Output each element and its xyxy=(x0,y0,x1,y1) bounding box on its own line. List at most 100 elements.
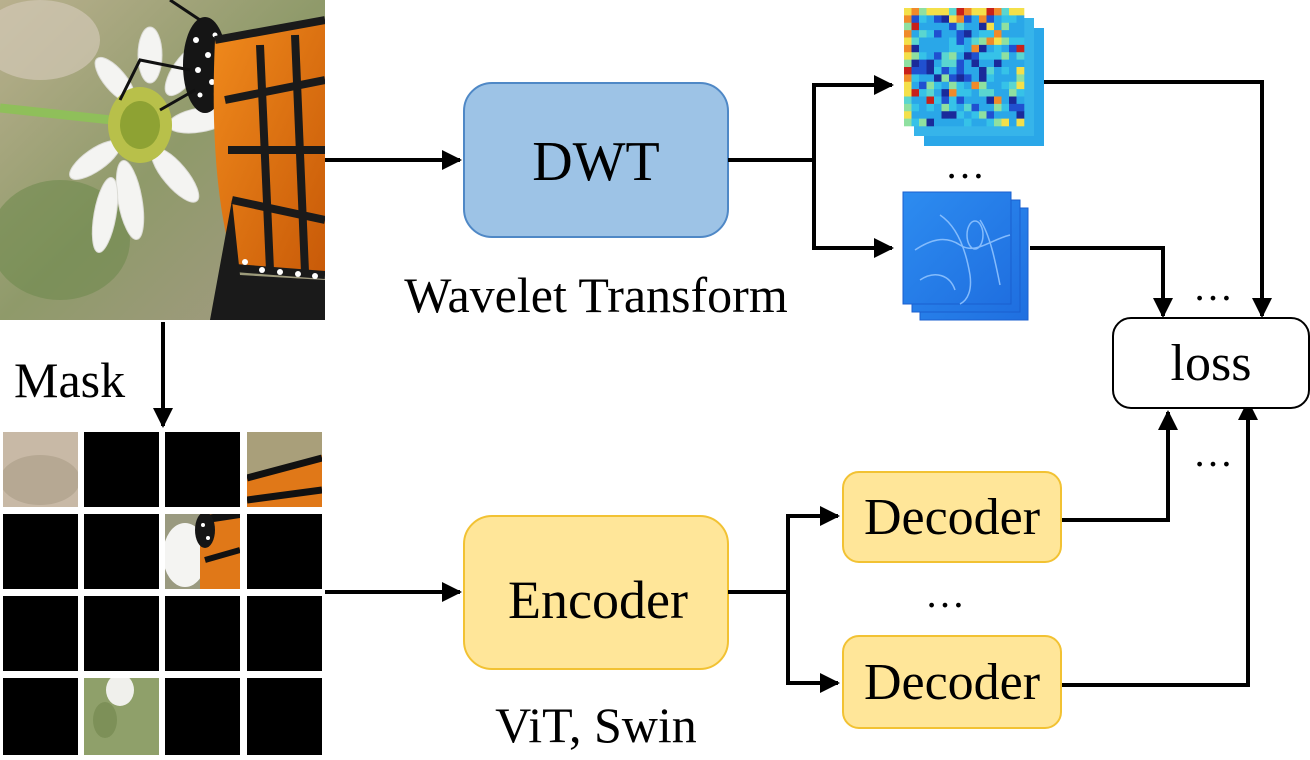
heatmap-cell xyxy=(911,22,920,31)
heatmap-cell xyxy=(1009,8,1017,16)
heatmap-cell xyxy=(964,111,972,119)
heatmap-cell xyxy=(949,8,957,16)
dwt-caption: Wavelet Transform xyxy=(404,267,788,323)
heatmap-cell xyxy=(1001,30,1010,38)
heatmap-cell xyxy=(1001,37,1010,46)
heatmap-cell xyxy=(994,111,1002,119)
heatmap-cell xyxy=(904,111,912,119)
heatmap-cell xyxy=(956,111,965,119)
heatmap-cell xyxy=(934,74,942,83)
heatmap-cell xyxy=(949,15,957,24)
heatmap-cell xyxy=(941,44,950,53)
heatmap-cell xyxy=(986,22,995,31)
heatmap-cell xyxy=(911,44,920,53)
heatmap-cell xyxy=(1009,22,1017,31)
heatmap-cell xyxy=(986,15,995,24)
heatmap-cell xyxy=(919,74,927,83)
heatmap-cell xyxy=(1016,22,1025,31)
masked-patch xyxy=(247,678,322,755)
heatmap-cell xyxy=(919,52,927,60)
heatmap-cell xyxy=(971,89,980,97)
heatmap-cell xyxy=(986,89,995,97)
heatmap-cell xyxy=(986,118,995,127)
heatmap-cell xyxy=(1009,118,1017,127)
heatmap-cell xyxy=(911,118,920,127)
heatmap-cell xyxy=(979,118,987,127)
heatmap-cell xyxy=(934,118,942,127)
heatmap-cell xyxy=(934,89,942,97)
heatmap-cell xyxy=(941,8,950,16)
heatmap-cell xyxy=(1016,59,1025,68)
heatmap-cell xyxy=(964,30,972,38)
loss-label: loss xyxy=(1171,335,1252,392)
heatmap-cell xyxy=(1016,89,1025,97)
heatmap-cell xyxy=(964,89,972,97)
heatmap-cell xyxy=(919,89,927,97)
heatmap-cell xyxy=(956,81,965,90)
heatmap-cell xyxy=(904,30,912,38)
heatmap-cell xyxy=(1009,52,1017,60)
heatmap-cell xyxy=(994,22,1002,31)
heatmap-cell xyxy=(919,44,927,53)
heatmap-cell xyxy=(971,30,980,38)
heatmap-cell xyxy=(919,67,927,75)
heatmap-cell xyxy=(934,22,942,31)
heatmap-cell xyxy=(1001,81,1010,90)
heatmap-cell xyxy=(941,67,950,75)
heatmap-cell xyxy=(994,37,1002,46)
heatmap-cell xyxy=(949,67,957,75)
heatmap-cell xyxy=(986,37,995,46)
heatmap-cell xyxy=(1016,81,1025,90)
heatmap-cell xyxy=(926,118,935,127)
heatmap-cell xyxy=(949,59,957,68)
heatmap-cell xyxy=(1016,111,1025,119)
heatmap-cell xyxy=(1009,30,1017,38)
heatmap-cell xyxy=(956,30,965,38)
ellipsis-decoders: … xyxy=(925,571,965,616)
heatmap-cell xyxy=(956,22,965,31)
heatmap-cell xyxy=(919,96,927,105)
heatmap-cell xyxy=(904,96,912,105)
heatmap-cell xyxy=(979,74,987,83)
masked-patch xyxy=(247,596,322,671)
masked-patch xyxy=(3,596,78,671)
heatmap-cell xyxy=(956,67,965,75)
heatmap-cell xyxy=(1016,96,1025,105)
heatmap-cell xyxy=(1016,15,1025,24)
heatmap-cell xyxy=(926,81,935,90)
heatmap-cell xyxy=(949,52,957,60)
heatmap-cell xyxy=(986,67,995,75)
heatmap-cell xyxy=(949,96,957,105)
heatmap-cell xyxy=(1009,15,1017,24)
heatmap-cell xyxy=(904,118,912,127)
heatmap-cell xyxy=(941,111,950,119)
heatmap-cell xyxy=(994,67,1002,75)
heatmap-cell xyxy=(964,44,972,53)
heatmap-cell xyxy=(979,111,987,119)
ellipsis-loss-top: … xyxy=(1193,264,1233,309)
heatmap-cell xyxy=(1016,44,1025,53)
heatmap-cell xyxy=(1009,96,1017,105)
masked-patch-grid xyxy=(3,432,322,755)
heatmap-cell xyxy=(949,44,957,53)
heatmap-cell xyxy=(956,74,965,83)
heatmap-cell xyxy=(956,89,965,97)
decoder-box-1 xyxy=(842,471,1062,563)
dwt-label: DWT xyxy=(532,131,660,193)
heatmap-cell xyxy=(926,37,935,46)
heatmap-cell xyxy=(986,81,995,90)
heatmap-cell xyxy=(964,118,972,127)
heatmap-cell xyxy=(941,118,950,127)
ellipsis-loss-bottom: … xyxy=(1193,430,1233,475)
heatmap-cell xyxy=(949,30,957,38)
input-image xyxy=(0,0,325,320)
heatmap-cell xyxy=(949,22,957,31)
heatmap-cell xyxy=(919,81,927,90)
heatmap-cell xyxy=(964,52,972,60)
heatmap-cell xyxy=(911,111,920,119)
heatmap-cell xyxy=(904,52,912,60)
heatmap-cell xyxy=(941,30,950,38)
heatmap-cell xyxy=(911,15,920,24)
heatmap-cell xyxy=(1001,15,1010,24)
